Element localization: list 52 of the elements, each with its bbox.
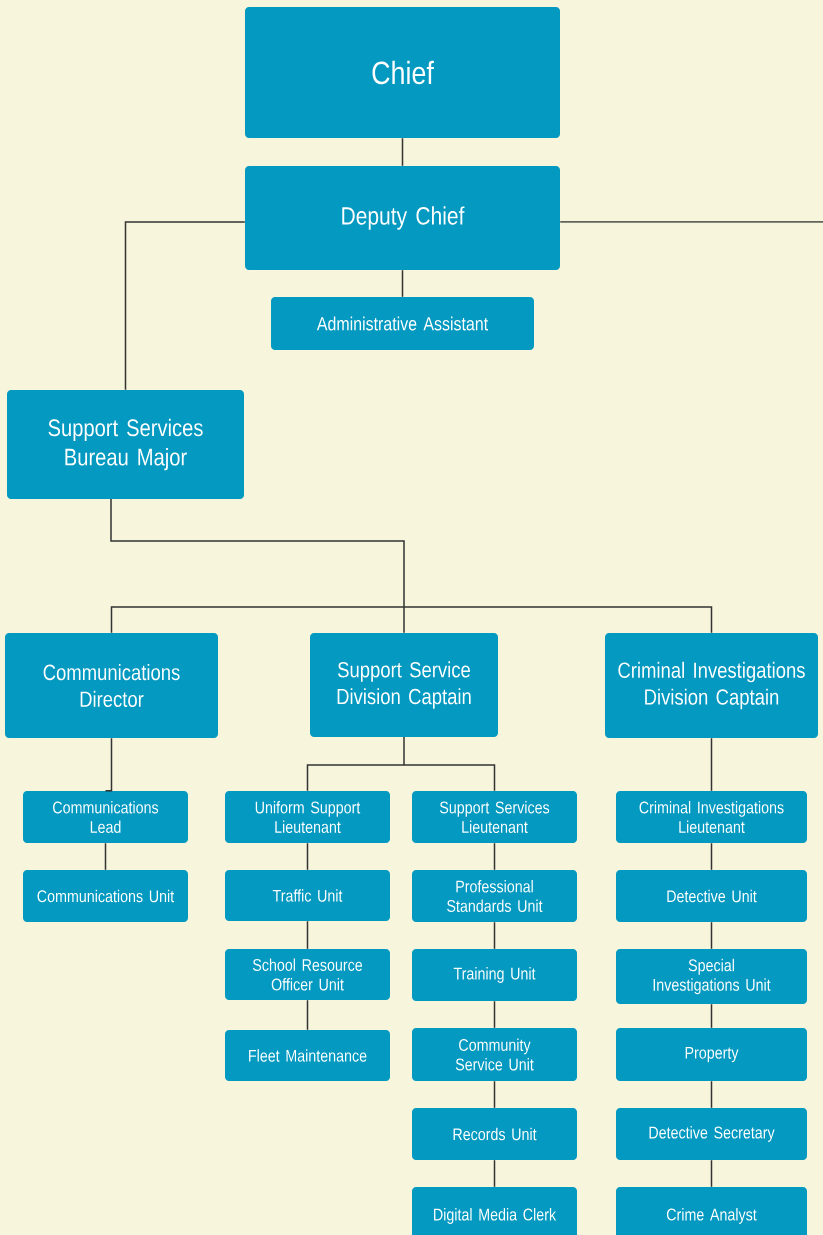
connector-line <box>110 606 405 634</box>
position-box: Support Services Lieutenant <box>412 791 577 843</box>
connector-line <box>710 842 713 871</box>
connector-line <box>401 269 404 298</box>
connector-line <box>493 921 496 950</box>
connector-line <box>401 137 404 167</box>
position-box: Community Service Unit <box>412 1028 577 1081</box>
connector-line <box>306 920 309 950</box>
connector-line <box>306 842 309 871</box>
connector-line <box>124 221 246 391</box>
position-box: Support Services Bureau Major <box>7 390 244 499</box>
position-box: Professional Standards Unit <box>412 870 577 922</box>
connector-line <box>710 1159 713 1188</box>
connector-line <box>710 1080 713 1109</box>
connector-line <box>306 999 309 1031</box>
position-box: Digital Media Clerk <box>412 1187 577 1235</box>
connector-line <box>403 764 496 792</box>
connector-line <box>403 736 405 766</box>
position-box: Property <box>616 1028 807 1081</box>
connector-line <box>710 1003 713 1029</box>
position-box: Detective Unit <box>616 870 807 922</box>
connector-line <box>493 1159 496 1188</box>
position-box: Fleet Maintenance <box>225 1030 390 1081</box>
connector-line <box>493 1080 496 1109</box>
position-box: Deputy Chief <box>245 166 560 270</box>
position-box: Communications Director <box>5 633 218 738</box>
connector-line <box>306 764 405 792</box>
position-box: Chief <box>245 7 560 138</box>
connector-line <box>104 737 113 792</box>
connector-line <box>493 842 496 871</box>
connector-line <box>110 498 405 608</box>
position-box: Training Unit <box>412 949 577 1001</box>
position-box: Uniform Support Lieutenant <box>225 791 390 843</box>
position-box: Traffic Unit <box>225 870 390 921</box>
connector-line <box>403 606 713 634</box>
connector-line <box>403 606 405 634</box>
position-box: Detective Secretary <box>616 1108 807 1160</box>
connector-line <box>559 221 823 223</box>
connector-line <box>104 842 107 871</box>
connector-line <box>493 1000 496 1029</box>
position-box: Support Service Division Captain <box>310 633 498 737</box>
position-box: Crime Analyst <box>616 1187 807 1235</box>
position-box: Administrative Assistant <box>271 297 534 350</box>
position-box: School Resource Officer Unit <box>225 949 390 1000</box>
connector-line <box>710 921 713 950</box>
connector-line <box>710 737 713 792</box>
position-box: Communications Unit <box>23 870 188 922</box>
position-box: Criminal Investigations Division Captain <box>605 633 818 738</box>
position-box: Records Unit <box>412 1108 577 1160</box>
position-box: Special Investigations Unit <box>616 949 807 1004</box>
position-box: Criminal Investigations Lieutenant <box>616 791 807 843</box>
position-box: Communications Lead <box>23 791 188 843</box>
